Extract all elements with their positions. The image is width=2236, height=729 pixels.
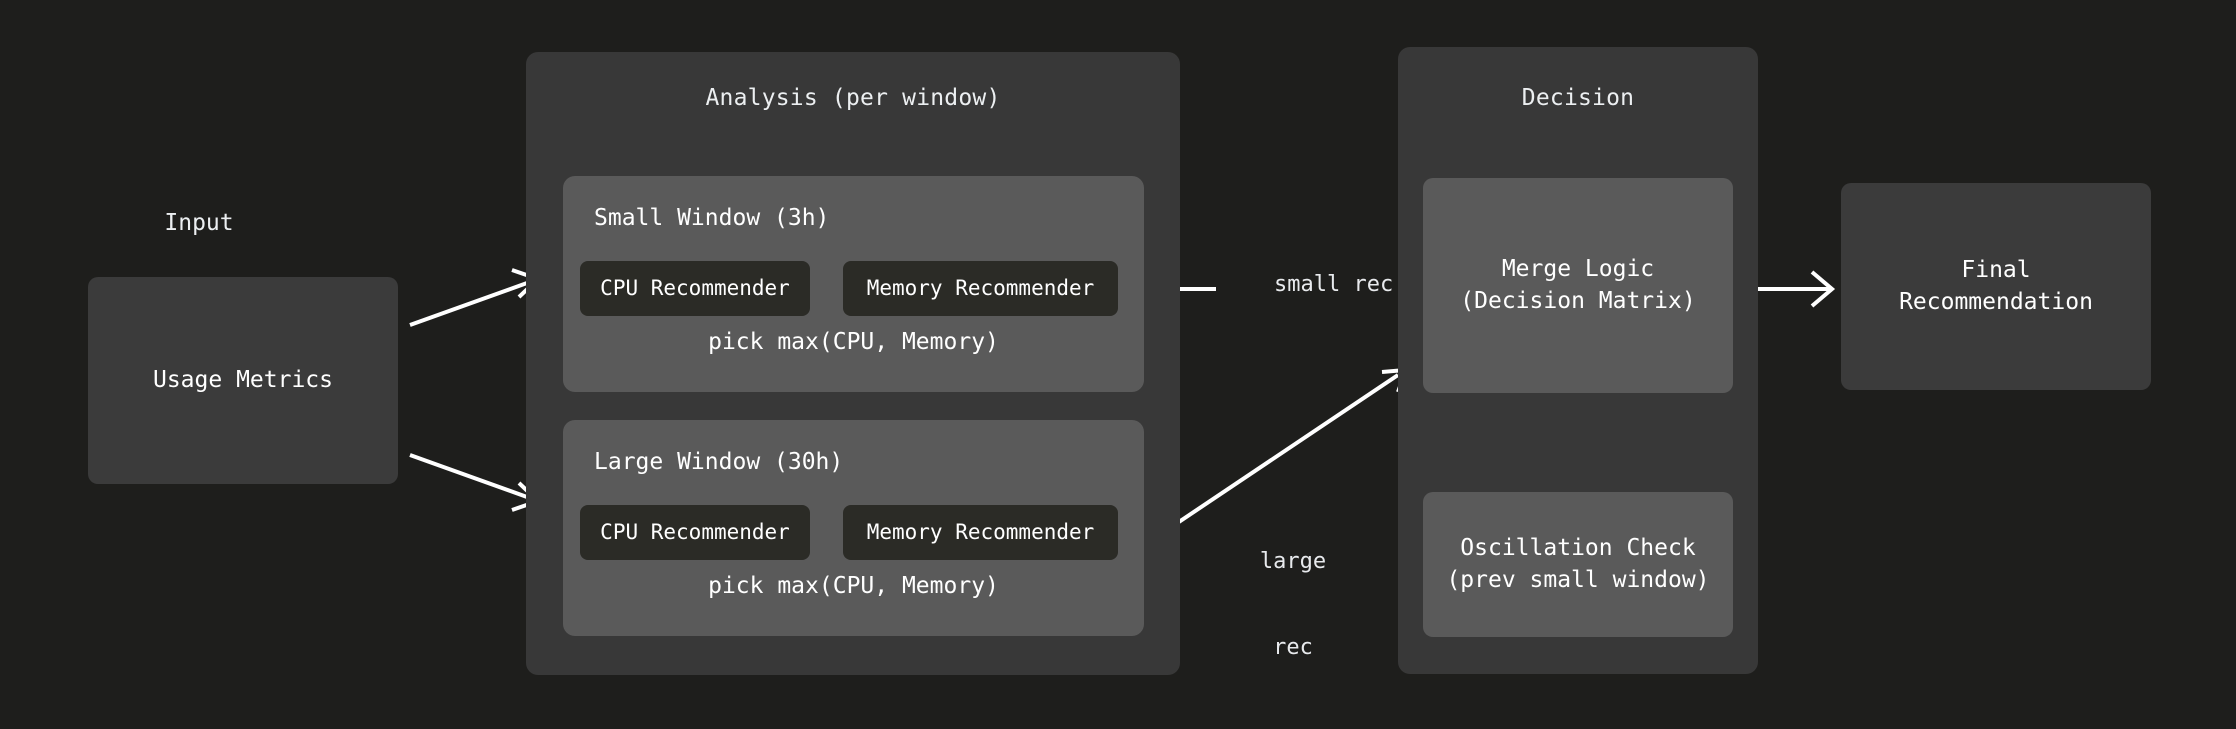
node-merge-logic-line1: Merge Logic [1501,256,1655,283]
node-small-cpu-recommender-label: CPU Recommender [600,276,790,301]
node-merge-logic-line2: (Decision Matrix) [1460,287,1696,314]
edge-label-small-rec-text: small rec [1273,271,1394,297]
node-oscillation-check-line2: (prev small window) [1446,566,1710,593]
window-large-footer: pick max(CPU, Memory) [708,573,999,599]
edge-label-large-rec-line2: rec [1273,634,1313,660]
node-merge-logic[interactable]: Merge Logic (Decision Matrix) [1423,178,1733,393]
edge-metrics-to-large [409,453,542,512]
edge-label-large-rec-line1: large [1259,549,1327,575]
node-oscillation-check-line1: Oscillation Check [1460,535,1696,562]
window-large-title: Large Window (30h) [594,449,844,475]
edge-label-large-rec: large rec [1245,490,1341,721]
window-small-title: Small Window (3h) [594,205,830,231]
node-oscillation-check[interactable]: Oscillation Check (prev small window) [1423,492,1733,637]
node-large-cpu-recommender-label: CPU Recommender [600,520,790,545]
node-final-recommendation-line2: Recommendation [1899,288,2093,315]
node-small-memory-recommender[interactable]: Memory Recommender [843,261,1118,316]
node-final-recommendation[interactable]: Final Recommendation [1841,183,2151,390]
node-small-memory-recommender-label: Memory Recommender [866,276,1095,301]
panel-analysis-title: Analysis (per window) [705,85,1001,111]
node-usage-metrics-label: Usage Metrics [152,366,333,393]
node-large-memory-recommender-label: Memory Recommender [866,520,1095,545]
node-large-memory-recommender[interactable]: Memory Recommender [843,505,1118,560]
panel-decision-title: Decision [1521,85,1635,111]
window-small-footer: pick max(CPU, Memory) [708,329,999,355]
node-usage-metrics[interactable]: Usage Metrics [88,277,398,484]
node-small-cpu-recommender[interactable]: CPU Recommender [580,261,810,316]
edge-metrics-to-small [409,268,542,327]
node-final-recommendation-line1: Final [1961,257,2031,284]
edge-label-small-rec: small rec [1216,241,1399,329]
input-group-title: Input [164,210,234,236]
node-large-cpu-recommender[interactable]: CPU Recommender [580,505,810,560]
